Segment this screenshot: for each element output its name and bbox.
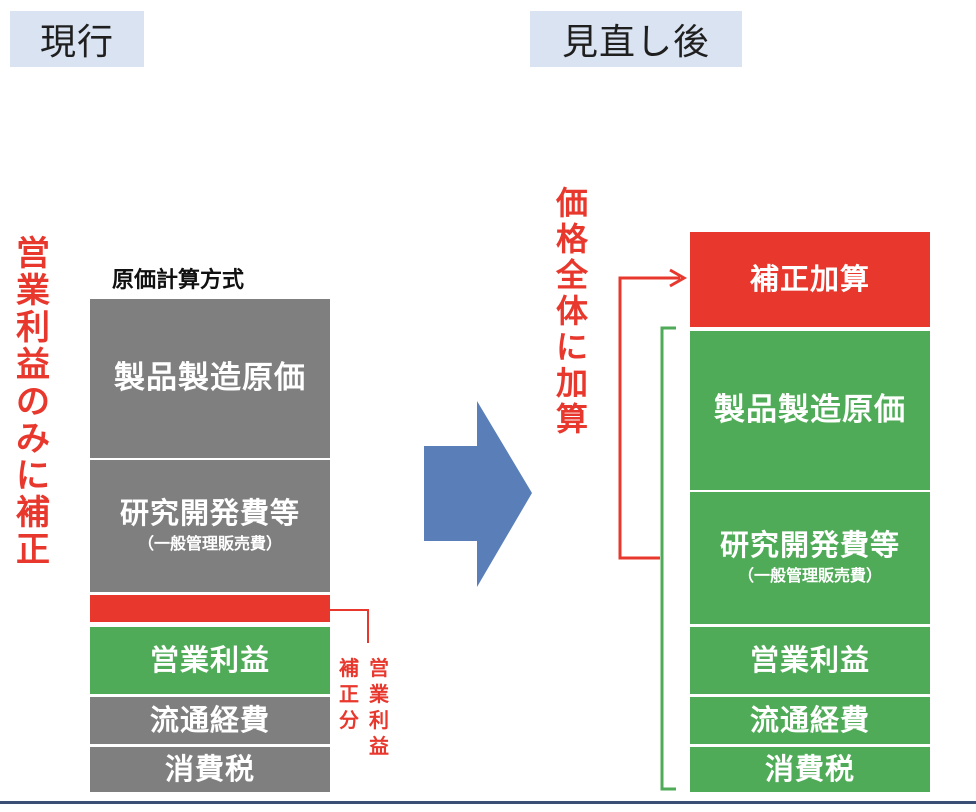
left-block-operating-profit: 営業利益 [90, 627, 330, 694]
right-block-rd-cost: 研究開発費等 （一般管理販売費） [690, 492, 930, 624]
left-callout-operating-profit: 営業利益 [369, 656, 389, 758]
current-label: 現行 [10, 11, 144, 67]
left-block-consumption-tax-text: 消費税 [164, 751, 255, 786]
left-side-note: 営業利益のみに補正 [16, 234, 50, 570]
right-block-consumption-tax-text: 消費税 [764, 751, 855, 786]
right-block-operating-profit-text: 営業利益 [749, 642, 870, 677]
bottom-rule [0, 801, 976, 804]
left-block-product-cost: 製品製造原価 [90, 299, 330, 458]
left-callout-correction: 補正分 [339, 656, 359, 732]
right-side-note: 価格全体に加算 [555, 184, 588, 438]
right-add-connector [618, 268, 688, 560]
right-block-correction-add: 補正加算 [690, 232, 930, 327]
left-block-rd-cost-text: 研究開発費等 [119, 496, 300, 531]
right-block-rd-cost-subtext: （一般管理販売費） [737, 566, 882, 586]
right-block-product-cost: 製品製造原価 [690, 331, 930, 490]
left-heading: 原価計算方式 [112, 268, 245, 293]
left-block-distribution-text: 流通経費 [149, 702, 270, 737]
right-block-operating-profit: 営業利益 [690, 627, 930, 694]
left-block-consumption-tax: 消費税 [90, 747, 330, 792]
left-block-distribution: 流通経費 [90, 697, 330, 744]
left-block-rd-cost: 研究開発費等 （一般管理販売費） [90, 460, 330, 592]
right-block-correction-add-text: 補正加算 [749, 261, 870, 296]
left-block-product-cost-text: 製品製造原価 [114, 359, 306, 396]
right-block-product-cost-text: 製品製造原価 [714, 391, 906, 428]
right-arrow-icon [424, 401, 532, 587]
right-block-distribution-text: 流通経費 [749, 702, 870, 737]
bracket-icon [660, 326, 676, 791]
left-block-correction [90, 595, 330, 622]
left-block-rd-cost-subtext: （一般管理販売費） [137, 534, 282, 554]
revised-label: 見直し後 [530, 11, 742, 67]
left-block-operating-profit-text: 営業利益 [149, 642, 270, 677]
left-callout-connector [330, 609, 369, 643]
right-block-rd-cost-text: 研究開発費等 [719, 528, 900, 563]
right-block-distribution: 流通経費 [690, 697, 930, 744]
right-block-consumption-tax: 消費税 [690, 747, 930, 792]
